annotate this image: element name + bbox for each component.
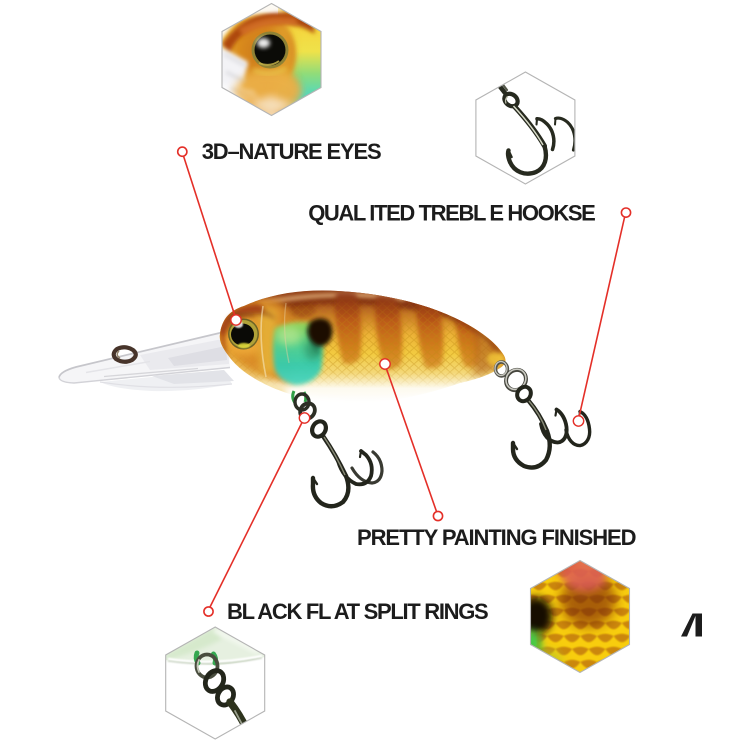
svg-text:PRETTY PAINTING FINISHED: PRETTY PAINTING FINISHED — [357, 525, 637, 550]
svg-text:3D–NATURE EYES: 3D–NATURE EYES — [202, 139, 382, 164]
svg-text:QUAL ITED TREBL E HOOKSE: QUAL ITED TREBL E HOOKSE — [308, 200, 596, 225]
svg-text:BL ACK FL AT SPLIT RINGS: BL ACK FL AT SPLIT RINGS — [227, 599, 489, 624]
